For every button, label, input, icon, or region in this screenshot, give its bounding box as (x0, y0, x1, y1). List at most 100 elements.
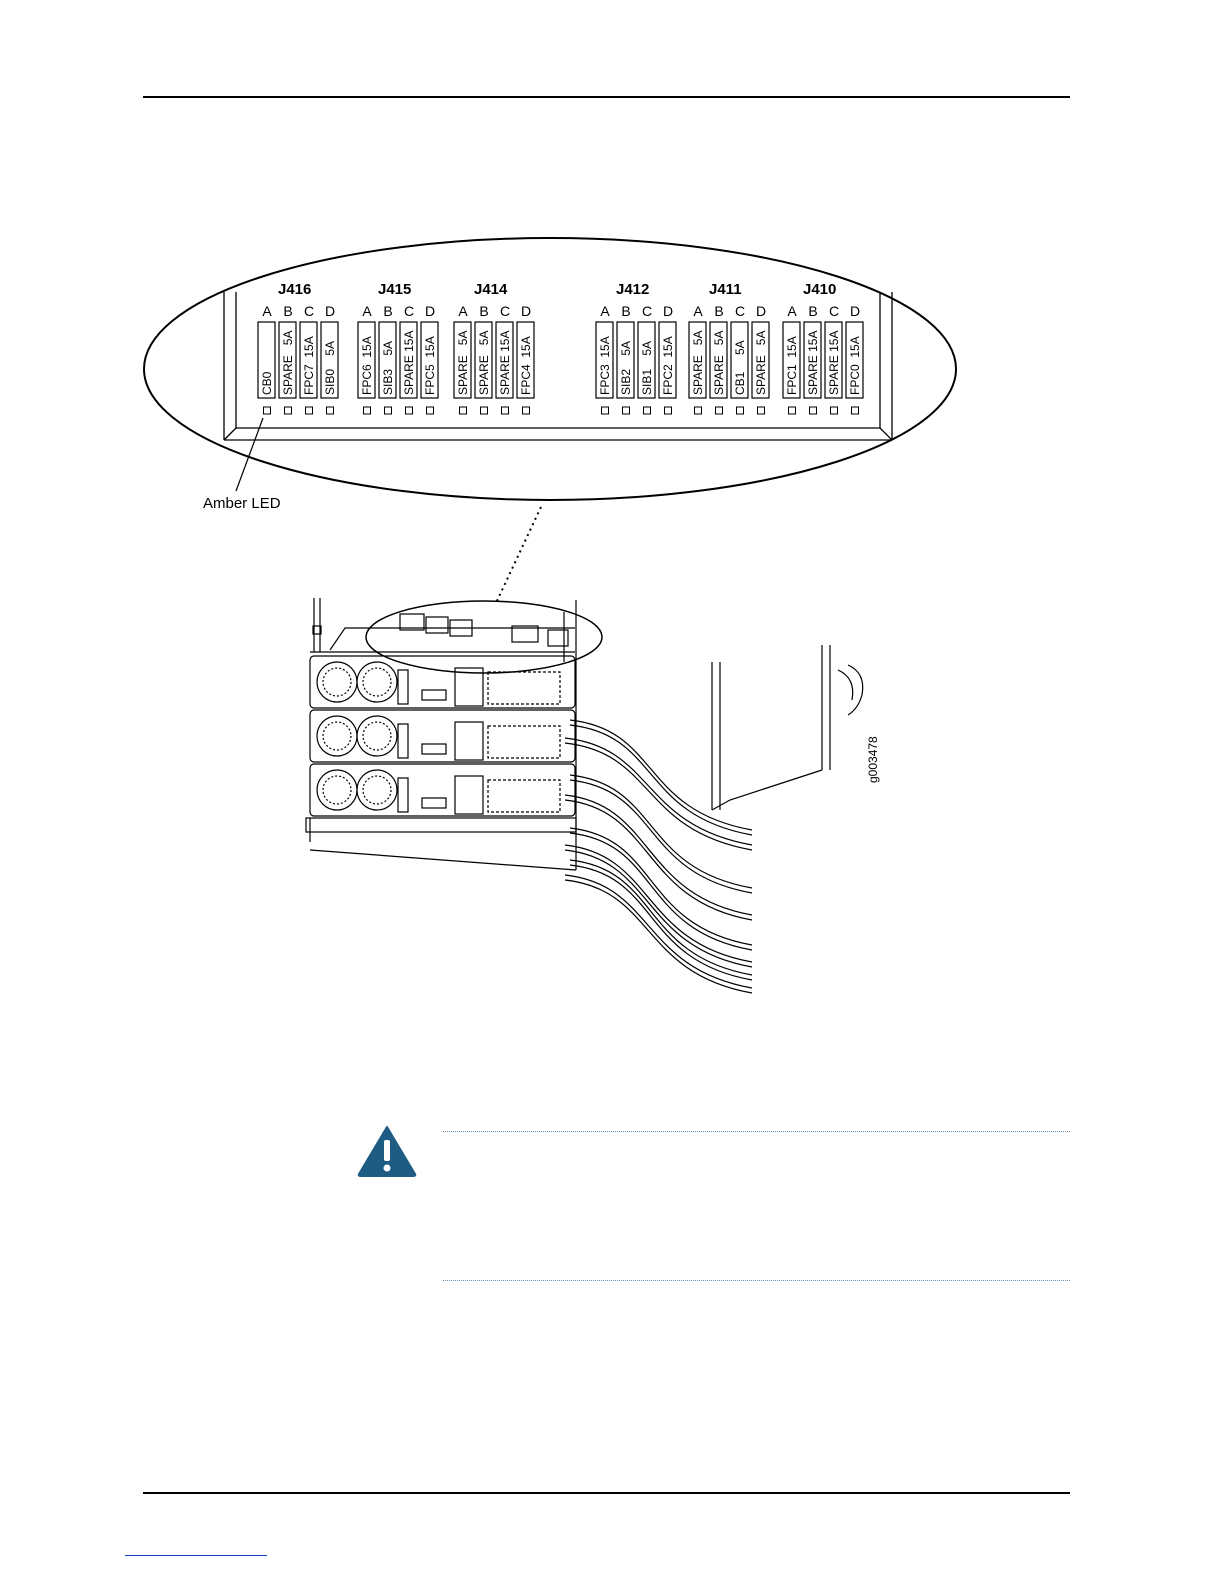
led-indicator (715, 406, 723, 415)
fuse-holder (730, 321, 749, 399)
power-cables (564, 719, 753, 994)
fuse-block-title: J412 (616, 281, 649, 298)
led-indicator (601, 406, 609, 415)
chassis-illustration (305, 598, 864, 871)
fuse-label: SPARE 5A (754, 331, 768, 395)
fuse-holder (420, 321, 439, 399)
fuse-holder (299, 321, 318, 399)
fuse-label: FPC6 15A (360, 336, 374, 395)
fuse-label: SIB3 5A (381, 341, 395, 395)
fuse-holder (845, 321, 864, 399)
power-cable (564, 874, 753, 989)
led-indicator (384, 406, 392, 415)
footer-rule (143, 1492, 1070, 1494)
led-indicator (809, 406, 817, 415)
fuse-label: SPARE 15A (498, 331, 512, 395)
power-cable (564, 844, 753, 963)
figure-id: g003478 (866, 736, 880, 783)
fuse-label: FPC4 15A (519, 336, 533, 395)
fuse-slot-letter: A (693, 303, 703, 319)
fuse-holder (357, 321, 376, 399)
fuse-label: FPC0 15A (848, 336, 862, 395)
led-indicator (736, 406, 744, 415)
fuse-block-title: J411 (709, 281, 742, 298)
fuse-label: FPC2 15A (661, 336, 675, 395)
led-indicator (426, 406, 434, 415)
fuse-block-title: J414 (474, 281, 508, 298)
led-indicator (326, 406, 334, 415)
power-cable-edge (569, 864, 753, 981)
led-indicator (788, 406, 796, 415)
fuse-slot-letter: C (642, 303, 652, 319)
fuse-holder (688, 321, 707, 399)
fuse-slot-letter: A (787, 303, 797, 319)
fuse-slot-letter: B (283, 303, 292, 319)
fuse-slot-letter: C (304, 303, 314, 319)
led-indicator (305, 406, 313, 415)
fuse-label: SPARE 5A (712, 331, 726, 395)
fuse-slot-letter: C (829, 303, 839, 319)
fuse-slot-letter: B (621, 303, 630, 319)
power-cable (564, 794, 753, 916)
power-cable-edge (569, 779, 753, 894)
fuse-slot-letter: A (600, 303, 610, 319)
power-cable (569, 774, 753, 889)
callout-dotted-line (495, 506, 542, 604)
led-indicator (830, 406, 838, 415)
fuse-holder (709, 321, 728, 399)
fuse-block-title: J415 (378, 281, 411, 298)
fuse-holder (399, 321, 418, 399)
power-cable (569, 719, 753, 831)
fuse-label: FPC1 15A (785, 336, 799, 395)
fuse-slot-letter: B (383, 303, 392, 319)
zoom-ellipse (143, 237, 957, 501)
power-cable (564, 737, 753, 846)
caution-triangle-icon (357, 1126, 417, 1177)
led-indicator (851, 406, 859, 415)
led-indicator (284, 406, 292, 415)
fuse-slot-letter: D (325, 303, 335, 319)
power-cable-edge (564, 742, 753, 851)
fuse-label: SPARE 15A (827, 331, 841, 395)
led-indicator (501, 406, 509, 415)
fuse-label: SPARE 5A (456, 331, 470, 395)
chassis-callout-ellipse (365, 600, 603, 674)
power-cable-edge (564, 799, 753, 921)
power-cable-edge (564, 849, 753, 968)
fuse-holder (453, 321, 472, 399)
fuse-holder (495, 321, 514, 399)
fuse-slot-letter: D (663, 303, 673, 319)
led-indicator (664, 406, 672, 415)
fuse-holder (658, 321, 677, 399)
led-indicator (480, 406, 488, 415)
fuse-slot-letter: B (479, 303, 488, 319)
led-indicator (622, 406, 630, 415)
power-cable-edge (569, 724, 753, 836)
fuse-label: SPARE 15A (806, 331, 820, 395)
fuse-holder (824, 321, 843, 399)
fuse-holder (782, 321, 801, 399)
fuse-label: SPARE 5A (477, 331, 491, 395)
fuse-label: SPARE 5A (281, 331, 295, 395)
power-cable (569, 859, 753, 976)
fuse-slot-letter: D (756, 303, 766, 319)
fuse-holder (516, 321, 535, 399)
fuse-slot-letter: A (262, 303, 272, 319)
fuse-holder (595, 321, 614, 399)
fuse-slot-letter: C (500, 303, 510, 319)
fuse-holder (803, 321, 822, 399)
fuse-holder (637, 321, 656, 399)
footer-link-underline (125, 1555, 267, 1556)
fuse-block-title: J410 (803, 281, 836, 298)
fuse-slot-letter: B (808, 303, 817, 319)
fuse-label: SIB0 5A (323, 341, 337, 395)
amber-led-pointer (235, 417, 264, 492)
led-indicator (757, 406, 765, 415)
fuse-holder (751, 321, 770, 399)
fuse-slot-letter: A (458, 303, 468, 319)
fuse-label: FPC5 15A (423, 336, 437, 395)
fuse-label: CB0 (260, 371, 274, 395)
fuse-holder (378, 321, 397, 399)
power-cable-edge (564, 879, 753, 994)
